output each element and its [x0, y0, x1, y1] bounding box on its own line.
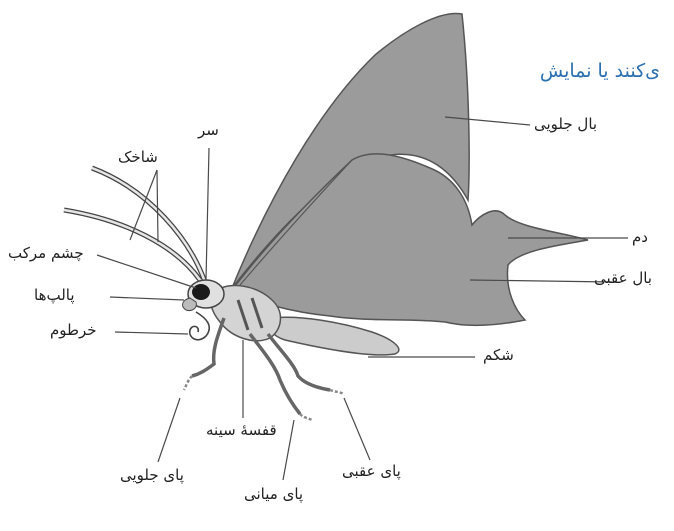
midleg-shape [250, 334, 300, 414]
label-tail: دم [632, 230, 648, 245]
label-proboscis: خرطوم [50, 323, 97, 338]
leader-palps [110, 297, 184, 300]
antenna-2-inner [64, 210, 200, 280]
label-foreleg: پای جلویی [120, 468, 184, 483]
label-hindwing: بال عقبی [594, 271, 652, 286]
leader-antenna-b [157, 170, 158, 242]
midleg-tip [300, 414, 312, 420]
label-hindleg: پای عقبی [342, 464, 401, 479]
label-palps: پالپ‌ها [34, 288, 75, 303]
leader-proboscis [115, 332, 188, 334]
abdomen-shape [269, 317, 399, 355]
compound-eye-shape [192, 284, 210, 300]
label-thorax: قفسهٔ سینه [206, 423, 277, 438]
label-abdomen: شکم [483, 348, 514, 363]
label-head: سر [198, 123, 219, 138]
partial-heading-text: ی‌کنند یا نمایش [540, 62, 660, 81]
proboscis-spiral [190, 312, 210, 340]
leader-midleg [283, 420, 294, 480]
label-antenna: شاخک [118, 150, 158, 165]
label-compound-eye: چشم مرکب [8, 246, 84, 261]
leader-hindleg [344, 398, 370, 460]
label-forewing: بال جلویی [534, 117, 597, 132]
leader-foreleg [158, 398, 180, 462]
antenna-2 [64, 210, 200, 280]
leader-head [206, 148, 209, 280]
hindleg-tip [330, 390, 344, 394]
foreleg-tip [184, 376, 192, 390]
label-midleg: پای میانی [244, 487, 303, 502]
